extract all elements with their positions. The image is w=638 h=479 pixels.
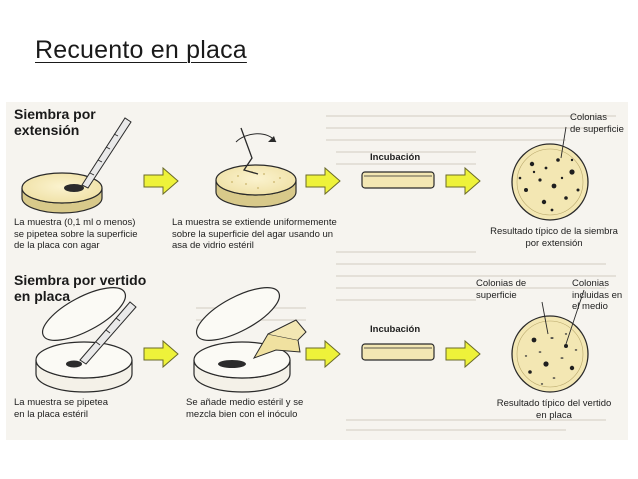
- pour-embedded-colonies-line-2: incluidas en: [572, 289, 623, 301]
- pour-embedded-colonies-label: Colonias incluidas en el medio: [572, 278, 622, 313]
- pour-surface-colonies-line-2: superficie: [476, 289, 517, 301]
- plate-count-figure: Siembra por extensión La muestra (0,1 ml…: [6, 102, 628, 440]
- pour-result-caption: Resultado típico del vertido en placa: [482, 398, 626, 421]
- pour-arrow-2: [305, 339, 341, 369]
- pour-result-plate: [511, 289, 589, 393]
- pour-step1-line-1: La muestra se pipetea: [14, 397, 109, 408]
- spread-heading-line-1: Siembra por: [14, 106, 96, 122]
- pour-surface-colonies-line-1: Colonias de: [476, 278, 527, 289]
- spread-result-caption: Resultado típico de la siembra por exten…: [482, 226, 626, 249]
- spread-step1-line-2: se pipetea sobre la superficie: [14, 228, 138, 240]
- slide-title: Recuento en placa: [35, 36, 247, 64]
- pour-step1-dish: [35, 287, 137, 393]
- pour-step2-line-2: mezcla bien con el inóculo: [186, 408, 298, 420]
- pour-arrow-3: [445, 339, 481, 369]
- spread-arrow-3: [445, 166, 481, 196]
- spread-step2-line-1: La muestra se extiende uniformemente: [172, 217, 337, 228]
- pour-step1-caption: La muestra se pipetea en la placa estéri…: [14, 397, 108, 420]
- pour-embedded-colonies-line-3: el medio: [572, 301, 608, 312]
- spread-heading-line-2: extensión: [14, 122, 80, 138]
- pour-arrow-1: [143, 339, 179, 369]
- spread-arrow-2: [305, 166, 341, 196]
- pour-step1-line-2: en la placa estéril: [14, 408, 88, 420]
- spread-result-plate: [511, 126, 589, 221]
- pour-heading-line-2: en placa: [14, 288, 71, 304]
- pour-step2-line-1: Se añade medio estéril y se: [186, 397, 304, 408]
- pour-embedded-colonies-line-1: Colonias: [572, 278, 609, 289]
- pour-incubation-label: Incubación: [370, 324, 421, 335]
- spread-step1-line-1: La muestra (0,1 ml o menos): [14, 217, 136, 228]
- spread-colonies-line-1: Colonias: [570, 112, 607, 123]
- pour-incubation-plate: [361, 343, 435, 361]
- spread-incubation-plate: [361, 171, 435, 189]
- spread-arrow-1: [143, 166, 179, 196]
- spread-colonies-label: Colonias de superficie: [570, 112, 624, 135]
- spread-result-line-2: por extensión: [525, 237, 583, 249]
- spread-step1-caption: La muestra (0,1 ml o menos) se pipetea s…: [14, 217, 138, 252]
- pour-step2-caption: Se añade medio estéril y se mezcla bien …: [186, 397, 303, 420]
- spread-step1-plate: [21, 117, 132, 214]
- pour-step2-dish: [193, 287, 307, 393]
- spread-heading: Siembra por extensión: [14, 106, 96, 138]
- pour-result-line-1: Resultado típico del vertido: [496, 398, 612, 409]
- figure-drawing: [6, 102, 628, 440]
- spread-incubation-label: Incubación: [370, 152, 421, 163]
- spread-colonies-line-2: de superficie: [570, 123, 624, 135]
- spread-result-line-1: Resultado típico de la siembra: [490, 226, 618, 237]
- pour-surface-colonies-label: Colonias de superficie: [476, 278, 526, 301]
- pour-result-line-2: en placa: [536, 409, 572, 421]
- spread-step2-line-2: sobre la superficie del agar usando un: [172, 228, 334, 240]
- spread-step2-line-3: asa de vidrio estéril: [172, 240, 254, 251]
- spread-step2-plate: [215, 127, 297, 208]
- spread-step2-caption: La muestra se extiende uniformemente sob…: [172, 217, 337, 252]
- pour-heading-line-1: Siembra por vertido: [14, 272, 147, 288]
- pour-heading: Siembra por vertido en placa: [14, 272, 146, 304]
- spread-step1-line-3: de la placa con agar: [14, 240, 100, 251]
